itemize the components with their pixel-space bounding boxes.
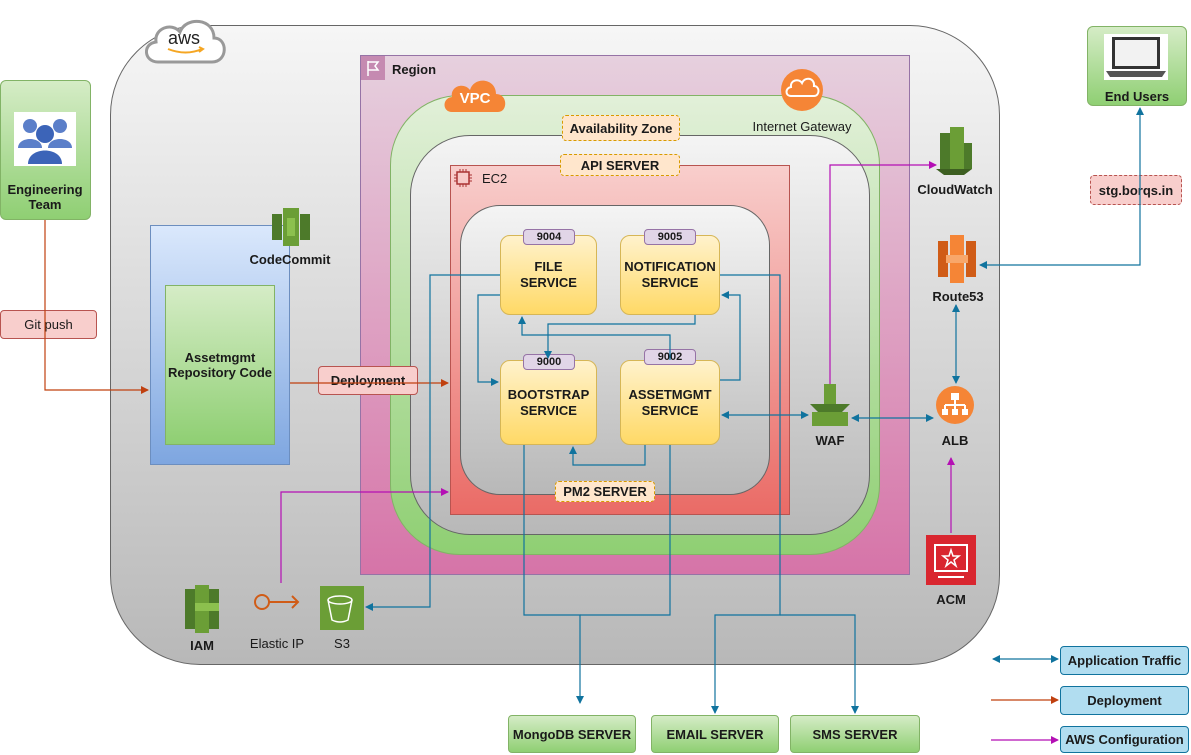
file-service-line1: FILE [534,259,563,274]
deployment-tag: Deployment [318,366,418,395]
region-flag-icon [361,56,385,80]
ec2-label: EC2 [482,171,508,186]
elastic-ip-label: Elastic IP [249,636,305,651]
notification-service-line1: NOTIFICATION [624,259,716,274]
iam-icon [185,585,219,633]
bootstrap-service-line2: SERVICE [520,402,577,418]
acm-label: ACM [936,592,966,607]
users-group-icon [14,112,76,166]
route53-label: Route53 [932,289,984,304]
route53-icon [938,235,976,283]
engineering-team-label: Engineering Team [7,182,83,212]
end-users-label: End Users [1104,89,1170,104]
aws-smile-icon [167,46,205,54]
acm-icon [926,535,976,585]
ec2-chip-icon [454,169,472,187]
internet-gateway-icon [781,69,823,111]
bootstrap-service-port: 9000 [523,354,575,370]
codecommit-icon [272,208,310,246]
file-service[interactable]: FILE SERVICE [500,235,597,315]
file-service-line2: SERVICE [520,275,577,290]
cloudwatch-icon [936,127,972,175]
notification-service-port: 9005 [644,229,696,245]
elastic-ip-icon [254,594,300,610]
assetmgmt-service-port: 9002 [644,349,696,365]
repository-label: Assetmgmt Repository Code [167,350,272,380]
cloudwatch-label: CloudWatch [917,182,993,197]
laptop-icon [1104,34,1168,80]
file-service-port: 9004 [523,229,575,245]
mongodb-server[interactable]: MongoDB SERVER [508,715,636,753]
email-server[interactable]: EMAIL SERVER [651,715,779,753]
vpc-cloud-icon [444,80,506,112]
assetmgmt-service[interactable]: ASSETMGMT SERVICE [620,360,720,445]
alb-icon [936,386,974,424]
waf-label: WAF [815,433,845,448]
pm2-server-tag: PM2 SERVER [555,481,655,502]
s3-icon [320,586,364,630]
domain-tag: stg.borqs.in [1090,175,1182,205]
internet-gateway-label: Internet Gateway [752,119,852,134]
bootstrap-service-line1: BOOTSTRAP [507,386,590,402]
bootstrap-service[interactable]: BOOTSTRAP SERVICE [500,360,597,445]
vpc-label: VPC [459,90,491,107]
legend-application-traffic: Application Traffic [1060,646,1189,675]
sms-server[interactable]: SMS SERVER [790,715,920,753]
aws-logo-text: aws [167,28,200,48]
repository-box[interactable] [165,285,275,445]
legend-deployment: Deployment [1060,686,1189,715]
availability-zone-tag: Availability Zone [562,115,680,141]
legend-aws-configuration: AWS Configuration [1060,726,1189,753]
git-push-tag: Git push [0,310,97,339]
alb-label: ALB [941,433,969,448]
assetmgmt-service-line1: ASSETMGMT [628,386,712,402]
waf-icon [810,384,850,426]
assetmgmt-service-line2: SERVICE [641,402,699,418]
iam-label: IAM [190,638,214,653]
codecommit-label: CodeCommit [249,252,331,267]
notification-service-line2: SERVICE [641,275,699,290]
notification-service[interactable]: NOTIFICATION SERVICE [620,235,720,315]
api-server-tag: API SERVER [560,154,680,176]
aws-cloud-icon [145,19,226,64]
region-label: Region [392,62,437,77]
s3-label: S3 [334,636,350,651]
